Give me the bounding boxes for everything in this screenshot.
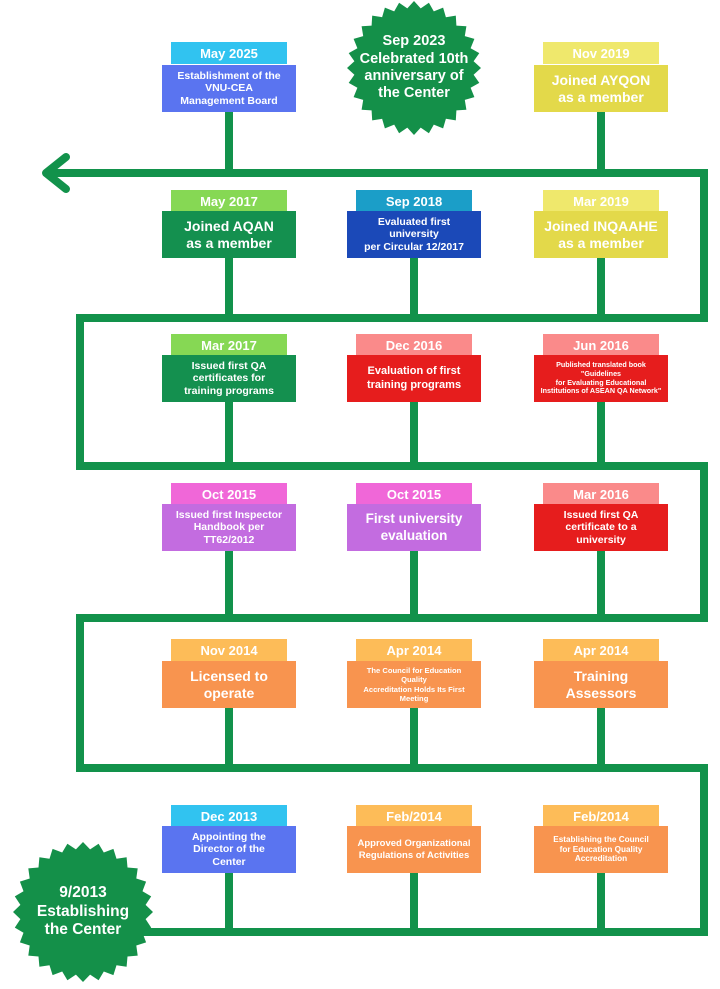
milestone-date: Apr 2014: [356, 639, 472, 661]
milestone-date: Nov 2019: [543, 42, 659, 64]
timeline-arrowhead: [42, 153, 70, 193]
milestone-date: Oct 2015: [171, 483, 287, 505]
milestone-box: Issued first Inspector Handbook per TT62…: [162, 504, 296, 551]
milestone-box: The Council for Education Quality Accred…: [347, 661, 481, 708]
milestone-date: Mar 2017: [171, 334, 287, 356]
milestone-box: Establishment of the VNU-CEA Management …: [162, 65, 296, 112]
timeline-main-line: [52, 169, 708, 936]
seal-badge-start: [13, 842, 153, 982]
seal-text: 9/2013 Establishing the Center: [36, 884, 130, 939]
milestone-date: May 2017: [171, 190, 287, 212]
milestone-date: Dec 2016: [356, 334, 472, 356]
milestone-date: Mar 2019: [543, 190, 659, 212]
milestone-box: Joined AQAN as a member: [162, 211, 296, 258]
milestone-box: Evaluation of first training programs: [347, 355, 481, 402]
milestone-box: First university evaluation: [347, 504, 481, 551]
milestone-box: Evaluated first university per Circular …: [347, 211, 481, 258]
milestone-box: Joined AYQON as a member: [534, 65, 668, 112]
milestone-date: Feb/2014: [356, 805, 472, 827]
milestone-date: Sep 2018: [356, 190, 472, 212]
milestone-date: May 2025: [171, 42, 287, 64]
seal-badge-sep2023: [347, 1, 481, 135]
milestone-box: Published translated book "Guidelines fo…: [534, 355, 668, 402]
milestone-date: Oct 2015: [356, 483, 472, 505]
milestone-box: Issued first QA certificate to a univers…: [534, 504, 668, 551]
milestone-date: Mar 2016: [543, 483, 659, 505]
milestone-box: Issued first QA certificates for trainin…: [162, 355, 296, 402]
milestone-date: Jun 2016: [543, 334, 659, 356]
milestone-date: Dec 2013: [171, 805, 287, 827]
milestone-box: Licensed to operate: [162, 661, 296, 708]
milestone-box: Training Assessors: [534, 661, 668, 708]
milestone-box: Appointing the Director of the Center: [162, 826, 296, 873]
milestone-date: Apr 2014: [543, 639, 659, 661]
milestone-date: Feb/2014: [543, 805, 659, 827]
milestone-date: Nov 2014: [171, 639, 287, 661]
seal-text: Sep 2023 Celebrated 10th anniversary of …: [359, 33, 469, 102]
milestone-box: Joined INQAAHE as a member: [534, 211, 668, 258]
milestone-box: Establishing the Council for Education Q…: [534, 826, 668, 873]
milestone-box: Approved Organizational Regulations of A…: [347, 826, 481, 873]
